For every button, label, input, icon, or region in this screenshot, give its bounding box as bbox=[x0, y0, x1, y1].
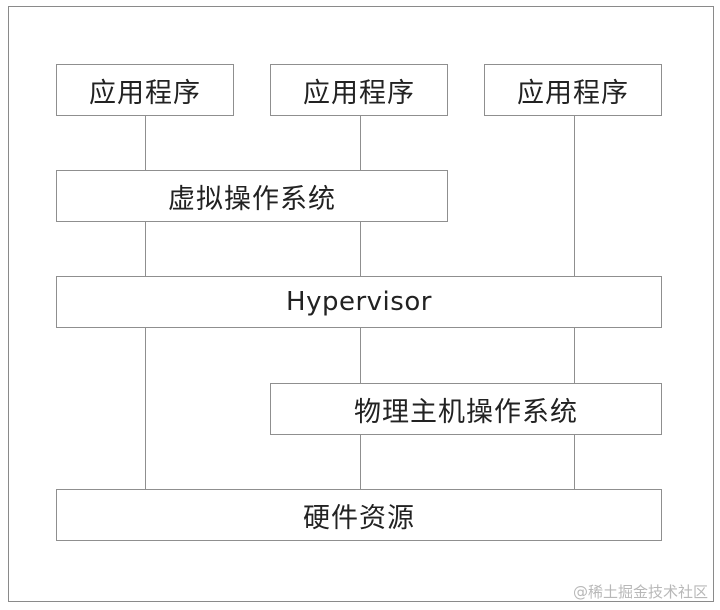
guest-os-box: 虚拟操作系统 bbox=[56, 170, 448, 222]
connector-line bbox=[145, 115, 146, 172]
connector-line bbox=[574, 434, 575, 490]
connector-line bbox=[145, 327, 146, 490]
connector-line bbox=[574, 115, 575, 277]
host-os-box: 物理主机操作系统 bbox=[270, 383, 662, 435]
connector-line bbox=[360, 327, 361, 384]
connector-line bbox=[145, 221, 146, 277]
hypervisor-box: Hypervisor bbox=[56, 276, 662, 328]
connector-line bbox=[574, 327, 575, 384]
watermark: @稀土掘金技术社区 bbox=[572, 583, 708, 601]
hardware-box: 硬件资源 bbox=[56, 489, 662, 541]
connector-line bbox=[360, 115, 361, 172]
app-box-3: 应用程序 bbox=[484, 64, 662, 116]
connector-line bbox=[360, 434, 361, 490]
app-box-2: 应用程序 bbox=[270, 64, 448, 116]
app-box-1: 应用程序 bbox=[56, 64, 234, 116]
connector-line bbox=[360, 221, 361, 277]
